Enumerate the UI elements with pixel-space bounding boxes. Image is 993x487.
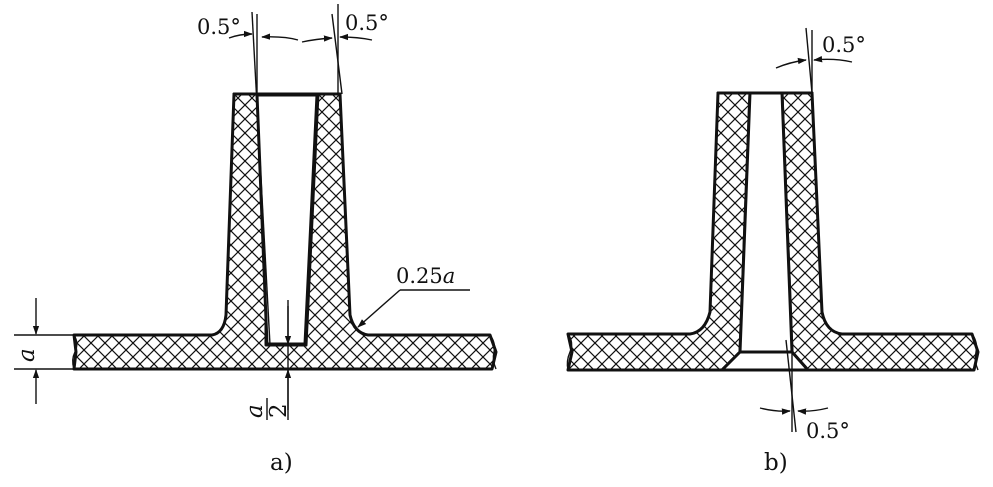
figure-a-radius-var: a <box>443 264 456 288</box>
figure-b-angle-arrow-bottom-right <box>797 407 829 415</box>
figure-a-draft-line-right <box>331 13 343 95</box>
figure-b-angle-arrow-bottom-left <box>759 407 791 415</box>
figure-a-angle-arrow-right <box>301 35 333 43</box>
figure-a-angle-arrow-left <box>228 30 253 39</box>
figure-a-radius-label: 0.25a <box>396 264 455 288</box>
figure-a-angle-right-label: 0.5° <box>345 11 389 35</box>
figure-b-break-left <box>566 333 573 371</box>
figure-b-draft-line-top <box>805 27 813 94</box>
figure-b-draft-line-bottom <box>785 339 797 433</box>
figure-a-angle-arrow-left-2 <box>261 33 299 41</box>
figure-a-wall-label: a <box>14 348 40 362</box>
figure-a-bottom-fraction: a 2 <box>242 398 292 420</box>
figure-a-angle-left-label: 0.5° <box>197 15 241 39</box>
figure-a-angle-arrow-right-2 <box>339 33 373 41</box>
figure-b-angle-arrow-top-left <box>775 57 807 69</box>
figure-a-break-right <box>489 334 497 370</box>
figure-b-break-right <box>971 333 979 371</box>
figure-a-bottom-denominator: 2 <box>266 403 292 418</box>
figure-b-angle-arrow-top-right <box>813 56 853 63</box>
figure-a: 0.5° 0.5° 0.25a a a 2 a) <box>14 4 498 476</box>
figure-a-bore-fill <box>255 93 319 346</box>
figure-b-left-section <box>566 91 752 372</box>
figure-b-bore <box>738 91 794 354</box>
figure-b: 0.5° 0.5° b) <box>566 27 980 476</box>
figure-a-caption: a) <box>270 450 293 476</box>
figure-b-bottom-opening <box>720 350 810 372</box>
figure-a-break-left <box>72 334 78 370</box>
figure-a-radius-leader-diag <box>357 289 401 328</box>
figure-a-radius-prefix: 0.25 <box>396 264 443 288</box>
figure-b-angle-top-label: 0.5° <box>822 33 866 57</box>
figure-a-draft-line-left <box>251 11 271 346</box>
figure-b-angle-bottom-label: 0.5° <box>806 419 850 443</box>
figure-b-right-section <box>780 91 980 372</box>
figure-a-bottom-numerator: a <box>242 404 268 418</box>
figure-b-caption: b) <box>764 450 788 476</box>
